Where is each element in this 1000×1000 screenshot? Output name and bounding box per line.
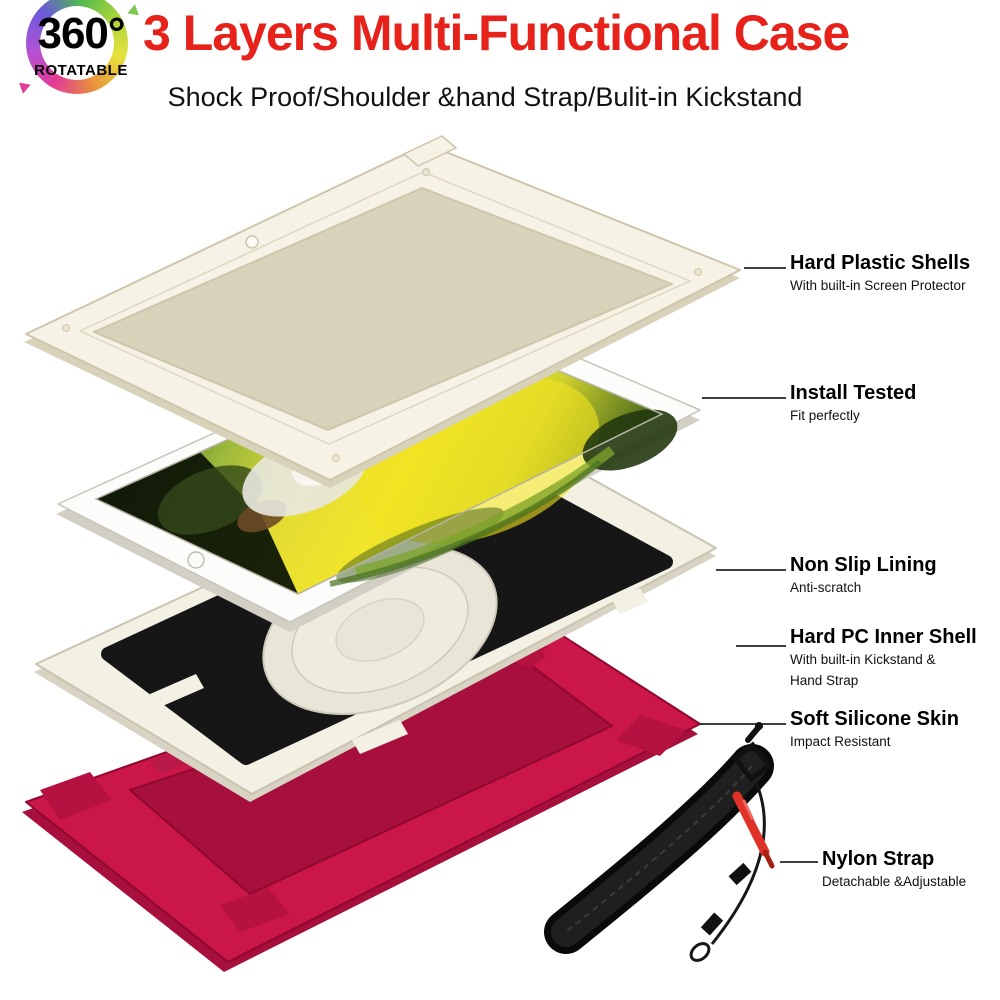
callout-desc: With built-in Screen Protector — [790, 278, 966, 293]
red-stylus — [732, 791, 775, 869]
strap-buckle — [731, 741, 773, 783]
callout-non-slip-lining: Non Slip Lining Anti-scratch — [790, 554, 937, 597]
cord-clip — [728, 862, 752, 886]
callout-nylon-strap: Nylon Strap Detachable &Adjustable — [822, 848, 966, 891]
callout-title: Soft Silicone Skin — [790, 708, 959, 730]
callout-title: Install Tested — [790, 382, 917, 404]
callout-hard-plastic-shells: Hard Plastic Shells With built-in Screen… — [790, 252, 970, 295]
page-subtitle: Shock Proof/Shoulder &hand Strap/Bulit-i… — [167, 82, 803, 112]
callout-hard-pc-inner-shell: Hard PC Inner Shell With built-in Kickst… — [790, 626, 977, 690]
callout-title: Hard PC Inner Shell — [790, 626, 977, 648]
callout-desc: Fit perfectly — [790, 408, 860, 423]
tablet-layer: Sunday 9:41 — [56, 313, 701, 632]
callout-soft-silicone-skin: Soft Silicone Skin Impact Resistant — [790, 708, 959, 751]
page-title: 3 Layers Multi-Functional Case — [143, 5, 850, 61]
nylon-strap — [544, 722, 774, 962]
callout-desc: With built-in Kickstand & — [790, 652, 936, 667]
strap-cord — [710, 781, 766, 945]
silicone-skin-layer — [22, 619, 701, 972]
rotation-arrows-icon — [26, 0, 128, 94]
callout-lines — [700, 267, 818, 863]
callout-desc: Hand Strap — [790, 673, 859, 689]
hard-plastic-shell-layer — [24, 135, 741, 488]
rotatable-badge: 360° ROTATABLE — [6, 0, 156, 96]
camera-hole — [245, 235, 259, 249]
callout-title: Non Slip Lining — [790, 554, 937, 576]
home-button — [187, 551, 205, 569]
callout-desc: Detachable &Adjustable — [822, 874, 967, 889]
callout-title: Hard Plastic Shells — [790, 252, 971, 274]
badge-degrees: 360° — [37, 9, 125, 58]
callout-install-tested: Install Tested Fit perfectly — [790, 382, 916, 425]
cord-clip — [700, 912, 724, 936]
kickstand-latch — [542, 640, 578, 666]
callout-desc: Impact Resistant — [790, 734, 891, 749]
callout-desc: Anti-scratch — [790, 580, 862, 595]
badge-label: ROTATABLE — [34, 62, 128, 79]
callout-title: Nylon Strap — [822, 848, 935, 870]
